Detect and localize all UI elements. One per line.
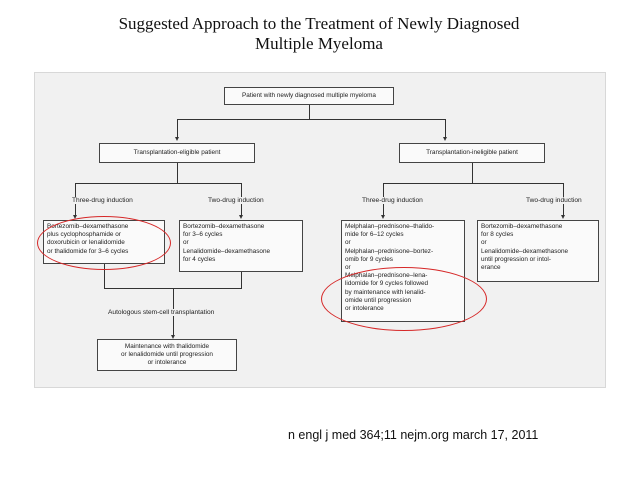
connector: [177, 163, 178, 183]
regimen-line: or intolerance: [147, 359, 187, 367]
connector: [241, 272, 242, 288]
arrow-head: [175, 137, 179, 141]
eligible-two-drug-label: Two-drug induction: [207, 197, 265, 204]
regimen-line: Bortezomib–dexamethasone: [183, 223, 265, 230]
regimen-line: or: [183, 239, 189, 247]
regimen-line: or: [481, 239, 487, 247]
title-line-2: Multiple Myeloma: [255, 34, 383, 53]
eligible-two-drug-box: Bortezomib–dexamethasone for 3–6 cycles …: [179, 220, 303, 272]
ineligible-header-box: Transplantation-ineligible patient: [399, 143, 545, 163]
arrow-head: [443, 137, 447, 141]
connector: [472, 163, 473, 183]
regimen-line: until progression or intol-: [481, 255, 551, 263]
regimen-line: or: [345, 264, 351, 272]
ineligible-three-drug-label: Three-drug induction: [361, 197, 424, 204]
root-label: Patient with newly diagnosed multiple my…: [242, 91, 376, 99]
regimen-line: Lenalidomide–dexamethasone: [183, 247, 271, 255]
regimen-line: Melphalan–prednisone–bortez-: [345, 247, 434, 255]
eligible-three-drug-label: Three-drug induction: [71, 197, 134, 204]
eligible-header-label: Transplantation-eligible patient: [133, 148, 221, 156]
arrow-head: [561, 215, 565, 219]
title-line-1: Suggested Approach to the Treatment of N…: [118, 14, 520, 33]
connector: [445, 119, 446, 139]
connector: [309, 105, 310, 119]
ineligible-two-drug-box: Bortezomib–dexamethasone for 8 cycles or…: [477, 220, 599, 282]
regimen-line: Melphalan–prednisone–thalido-: [345, 223, 435, 230]
ineligible-header-label: Transplantation-ineligible patient: [426, 148, 518, 156]
connector: [177, 119, 445, 120]
regimen-line: erance: [481, 264, 501, 272]
regimen-line: mide for 6–12 cycles: [345, 231, 404, 239]
citation: n engl j med 364;11 nejm.org march 17, 2…: [288, 428, 539, 442]
maintenance-box: Maintenance with thalidomide or lenalido…: [97, 339, 237, 371]
asct-label: Autologous stem-cell transplantation: [107, 309, 216, 316]
connector: [383, 183, 563, 184]
regimen-line: for 4 cycles: [183, 255, 216, 263]
regimen-line: for 8 cycles: [481, 231, 514, 239]
arrow-head: [171, 335, 175, 339]
regimen-line: Maintenance with thalidomide: [124, 342, 210, 350]
regimen-line: Lenalidomide–dexamethasone: [481, 247, 569, 255]
connector: [75, 183, 241, 184]
arrow-head: [239, 215, 243, 219]
regimen-line: or: [345, 239, 351, 247]
ineligible-two-drug-label: Two-drug induction: [525, 197, 583, 204]
arrow-head: [381, 215, 385, 219]
arrow-head: [73, 215, 77, 219]
regimen-line: for 3–6 cycles: [183, 231, 223, 239]
regimen-line: Bortezomib–dexamethasone: [481, 223, 563, 230]
slide-title: Suggested Approach to the Treatment of N…: [0, 14, 638, 54]
treatment-flowchart: Patient with newly diagnosed multiple my…: [34, 72, 606, 388]
regimen-line: omib for 9 cycles: [345, 255, 393, 263]
highlight-ring-eligible: [37, 216, 171, 270]
regimen-line: or lenalidomide until progression: [120, 350, 213, 358]
root-box: Patient with newly diagnosed multiple my…: [224, 87, 394, 105]
connector: [104, 264, 105, 288]
eligible-header-box: Transplantation-eligible patient: [99, 143, 255, 163]
highlight-ring-ineligible: [321, 267, 487, 331]
connector: [177, 119, 178, 139]
